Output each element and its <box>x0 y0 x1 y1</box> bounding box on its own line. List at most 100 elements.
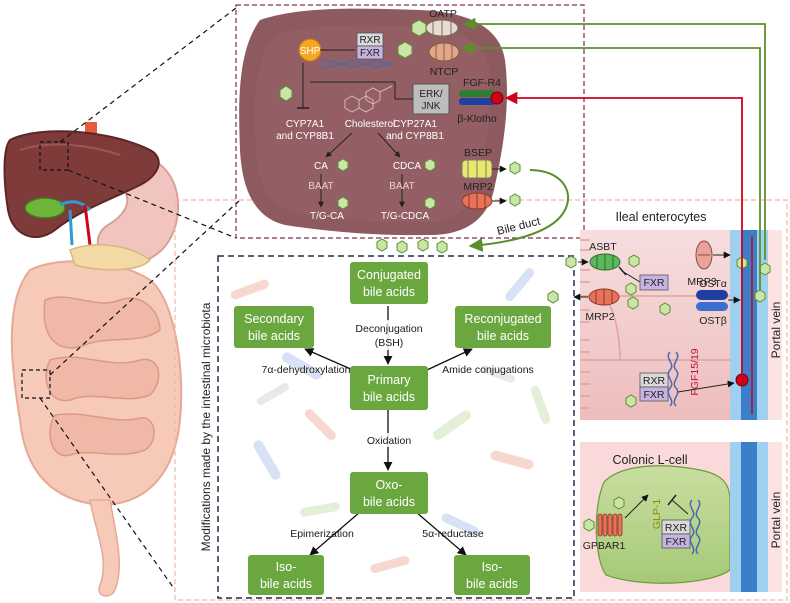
svg-text:Oxo-: Oxo- <box>375 478 402 492</box>
intestine-zoom-box <box>21 369 51 399</box>
cyp27a1-label-1: CYP27A1 <box>393 119 437 130</box>
hep-mrp2-label: MRP2 <box>463 181 492 193</box>
ileal-rxr-label: RXR <box>643 375 666 387</box>
svg-text:Reconjugated: Reconjugated <box>464 312 541 326</box>
conjugated-box: Conjugated bile acids <box>350 262 428 304</box>
fgfr4-label: FGF-R4 <box>463 77 501 89</box>
cyp7a1-label-1: CYP7A1 <box>286 119 325 130</box>
ost-alpha-label: OSTα <box>699 278 727 290</box>
dehydroxylation-label: 7α-dehydroxylation <box>262 364 351 376</box>
cyp7a1-label-2: and CYP8B1 <box>276 131 334 142</box>
ileal-portal-vein-label: Portal vein <box>769 302 783 359</box>
bile-acid-icon <box>754 289 766 303</box>
svg-text:Iso-: Iso- <box>276 560 297 574</box>
svg-text:bile acids: bile acids <box>363 285 415 299</box>
mrp3-label: MRP3 <box>687 276 716 288</box>
colonic-dna-icon <box>689 499 701 555</box>
baat-left-label: BAAT <box>308 181 333 192</box>
tg-ca-label: T/G-CA <box>310 211 344 222</box>
gpbar1-receptor-icon <box>597 513 623 537</box>
asbt-transporter-icon <box>589 253 621 271</box>
oatp-transporter-icon <box>425 19 459 37</box>
bile-acid-icon <box>583 518 595 532</box>
bile-acid-icon <box>337 196 349 210</box>
ileal-fxr2-label: FXR <box>644 389 665 401</box>
mrp3-transporter-icon <box>695 240 713 270</box>
anatomy-illustration <box>3 7 241 597</box>
oatp-label: OATP <box>429 8 457 20</box>
bile-acid-icon <box>424 196 436 210</box>
ntcp-transporter-icon <box>428 42 460 62</box>
hep-fxr-box <box>356 45 384 60</box>
portal-return-arrows <box>460 17 766 374</box>
secondary-box: Secondary bile acids <box>234 306 314 348</box>
ntcp-label: NTCP <box>430 66 459 78</box>
microbiota-background <box>230 268 551 574</box>
svg-text:Conjugated: Conjugated <box>357 268 421 282</box>
colonic-fxr-label: FXR <box>666 536 687 548</box>
bile-acid-icon <box>411 19 427 37</box>
bile-acid-icon <box>509 161 521 175</box>
ileal-mrp2-label: MRP2 <box>585 311 614 323</box>
bile-acid-icon <box>337 158 349 172</box>
bile-acid-icon <box>397 41 413 59</box>
svg-text:bile acids: bile acids <box>248 329 300 343</box>
bile-acid-icon <box>625 282 637 296</box>
bsep-transporter-icon <box>461 159 493 179</box>
svg-text:Secondary: Secondary <box>244 312 305 326</box>
hep-fxr-label: FXR <box>360 48 380 59</box>
erk-jnk-label-2: JNK <box>422 101 441 112</box>
bile-acid-icon <box>509 193 521 207</box>
gpbar1-label: GPBAR1 <box>583 540 626 552</box>
hep-dna-icon <box>321 59 393 69</box>
bile-acid-icon <box>417 238 429 252</box>
bile-acid-icon <box>627 296 639 310</box>
svg-text:Primary: Primary <box>367 373 411 387</box>
bile-acid-icon <box>424 158 436 172</box>
bile-duct-arrow <box>468 169 570 252</box>
deconjugation-label-1: Deconjugation <box>355 323 422 335</box>
ileal-dna-icon <box>667 351 679 407</box>
ileal-fxr-box <box>639 274 669 291</box>
fgfr4-receptor-icon <box>459 90 504 105</box>
bile-acid-icon <box>613 496 625 510</box>
cdca-label: CDCA <box>393 161 422 172</box>
tg-cdca-label: T/G-CDCA <box>381 211 430 222</box>
amide-label: Amide conjugations <box>442 364 534 376</box>
svg-text:bile acids: bile acids <box>477 329 529 343</box>
svg-text:bile acids: bile acids <box>466 577 518 591</box>
fgf-molecule-icon <box>735 373 749 387</box>
svg-text:bile acids: bile acids <box>363 390 415 404</box>
bile-acid-icon <box>759 262 771 276</box>
bile-acid-icon <box>436 240 448 254</box>
beta-klotho-label: β-Klotho <box>457 113 496 125</box>
svg-text:Iso-: Iso- <box>482 560 503 574</box>
svg-text:bile acids: bile acids <box>260 577 312 591</box>
ost-beta-label: OSTβ <box>699 315 727 327</box>
bile-acid-icon <box>625 394 637 408</box>
ost-transporter-icon <box>696 290 728 311</box>
cholesterol-icon <box>344 85 393 113</box>
reconjugated-box: Reconjugated bile acids <box>455 306 551 348</box>
bile-acid-icon <box>279 85 293 102</box>
baat-right-label: BAAT <box>389 181 414 192</box>
shp-label: SHP <box>300 46 321 57</box>
iso-right-box: Iso- bile acids <box>454 555 530 595</box>
ileal-title: Ileal enterocytes <box>615 210 706 224</box>
bile-acid-icon <box>547 290 559 304</box>
erk-jnk-label-1: ERK/ <box>419 89 443 100</box>
fgf-label: FGF15/19 <box>689 348 701 395</box>
hepatocyte-frame <box>235 4 585 239</box>
hep-mrp2-transporter-icon <box>461 192 493 210</box>
bile-acid-icon <box>659 302 671 316</box>
hepatocyte <box>239 8 507 236</box>
cyp27a1-label-2: and CYP8B1 <box>386 131 444 142</box>
ileal-fxr-label: FXR <box>644 277 665 289</box>
bsep-label: BSEP <box>464 147 492 159</box>
cholesterol-label: Cholesterol <box>345 119 396 130</box>
hep-rxr-label: RXR <box>359 35 380 46</box>
glp1-label: GLP-1 <box>651 499 663 530</box>
bile-acid-icon <box>396 240 408 254</box>
colonic-title: Colonic L-cell <box>612 453 687 467</box>
